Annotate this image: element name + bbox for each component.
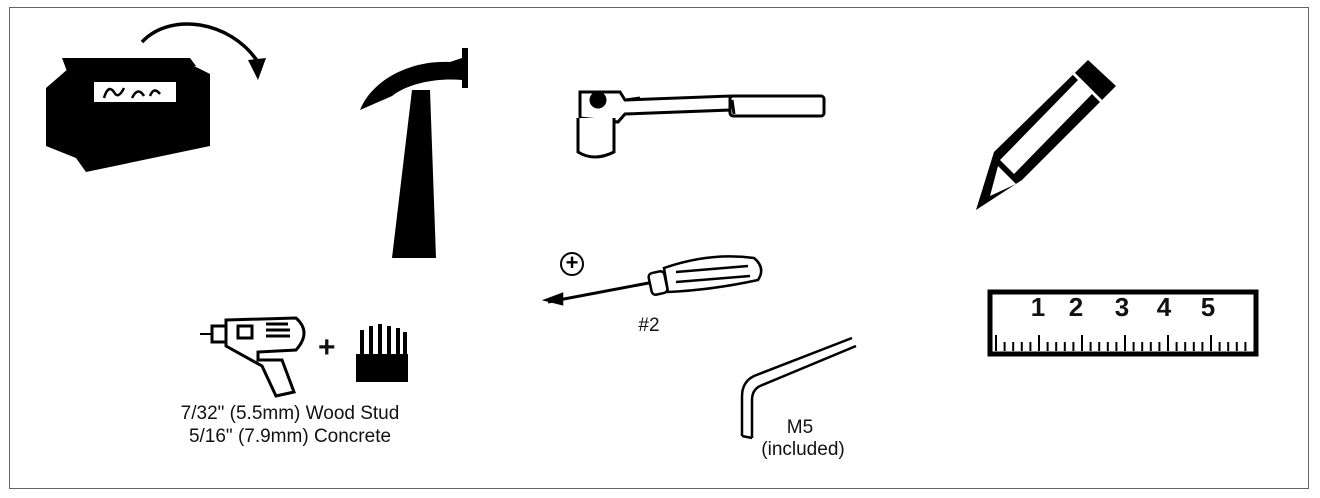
drill-bits-icon [356,324,408,382]
phillips-badge-icon: + [560,252,584,276]
ruler-number: 4 [1156,292,1172,322]
drill-bit-size-concrete-label: 5/16" (7.9mm) Concrete [188,426,392,447]
hammer-icon [360,48,468,258]
phillips-badge-symbol: + [565,250,579,275]
allen-key-size-label: M5 [786,417,814,438]
ruler-number: 2 [1068,292,1084,322]
allen-key-icon [740,336,857,440]
ruler-icon [987,289,1259,357]
screwdriver-size-label: #2 [638,315,660,336]
toolbox-icon [46,22,266,172]
drill-bit-size-wood-label: 7/32" (5.5mm) Wood Stud [180,403,400,424]
ruler-number: 5 [1200,292,1216,322]
power-drill-icon [200,316,306,398]
pencil-icon [976,60,1116,210]
ratchet-wrench-icon [576,90,826,159]
ruler-number: 3 [1114,292,1130,322]
diagram-frame [9,7,1309,489]
phillips-screwdriver-icon [541,255,763,306]
plus-sign: + [318,331,336,364]
allen-key-included-label: (included) [761,439,845,460]
ruler-number: 1 [1030,292,1046,322]
